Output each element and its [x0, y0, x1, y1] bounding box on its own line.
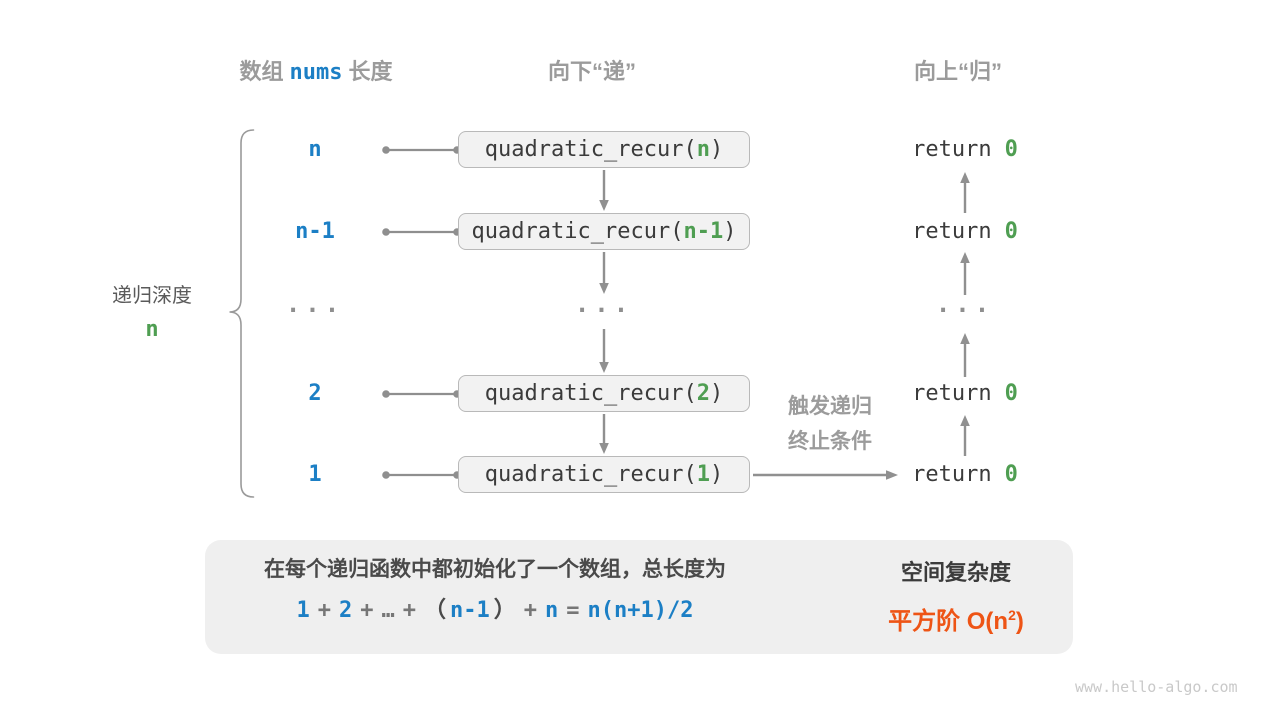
base-case-arrow	[753, 470, 898, 480]
summary-description: 在每个递归函数中都初始化了一个数组，总长度为	[264, 558, 726, 581]
call-box-1: quadratic_recur(1)	[458, 456, 750, 493]
header-array-suffix: 长度	[348, 59, 393, 84]
call-box-n-1: quadratic_recur(n-1)	[458, 213, 750, 250]
depth-brace	[229, 129, 255, 498]
call-arg: 2	[696, 381, 710, 406]
length-ellipsis: ...	[285, 290, 345, 318]
length-1: 1	[308, 462, 322, 487]
trigger-note-line1: 触发递归	[788, 395, 872, 418]
header-ascend: 向上“归”	[913, 59, 1002, 84]
summary-panel	[205, 540, 1073, 654]
header-array-var: nums	[289, 60, 343, 85]
complexity-value: 平方阶 O(n2)	[888, 607, 1024, 635]
depth-label: 递归深度	[112, 285, 192, 307]
return-value: 0	[1004, 462, 1018, 487]
length-n-1: n-1	[295, 219, 335, 244]
trigger-note-line2: 终止条件	[788, 430, 872, 453]
call-ellipsis: ...	[574, 290, 634, 318]
header-array-prefix: 数组	[239, 59, 284, 84]
return-value: 0	[1004, 137, 1018, 162]
call-box-2: quadratic_recur(2)	[458, 375, 750, 412]
call-arg: n	[696, 137, 710, 162]
depth-value: n	[145, 317, 159, 342]
return-value: 0	[1004, 381, 1018, 406]
watermark: www.hello-algo.com	[1075, 678, 1238, 696]
down-arrow	[599, 170, 609, 454]
return-value: 0	[1004, 219, 1018, 244]
call-arg: 1	[696, 462, 710, 487]
complexity-title: 空间复杂度	[900, 560, 1011, 585]
header-descend: 向下“递”	[547, 59, 636, 84]
summary-formula: 1+2+…+（n-1）+n=n(n+1)/2	[296, 598, 694, 623]
length-connector	[382, 146, 461, 479]
return-ellipsis: ...	[935, 290, 995, 318]
length-n: n	[308, 137, 322, 162]
up-arrow	[960, 172, 970, 456]
call-arg: n-1	[683, 219, 724, 244]
call-box-n: quadratic_recur(n)	[458, 131, 750, 168]
length-2: 2	[308, 381, 322, 406]
